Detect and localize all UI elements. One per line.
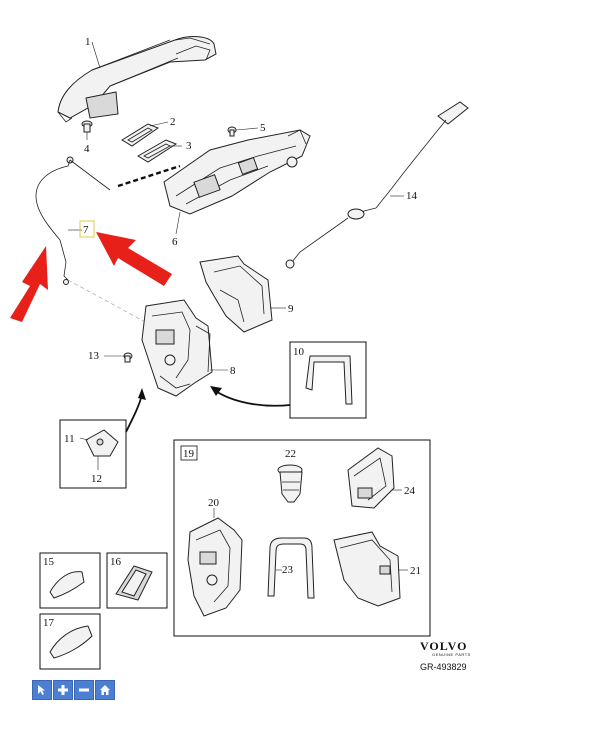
part-6-handle-bracket[interactable] <box>163 129 311 215</box>
callout-6: 6 <box>172 236 178 248</box>
part-3-gasket-frame[interactable] <box>137 139 178 163</box>
part-13-screw[interactable] <box>123 352 133 363</box>
part-4-screw[interactable] <box>81 120 93 133</box>
part-23-rod[interactable] <box>267 537 315 599</box>
callout-11: 11 <box>64 433 75 445</box>
part-9-cover[interactable] <box>199 255 273 333</box>
callout-21: 21 <box>410 565 421 577</box>
callout-23: 23 <box>282 564 294 576</box>
callout-19: 19 <box>183 448 195 460</box>
pointer-icon[interactable] <box>32 680 52 700</box>
part-8-lock-unit[interactable] <box>141 299 213 397</box>
callout-22: 22 <box>285 448 296 460</box>
part-24-bracket[interactable] <box>347 447 395 509</box>
callout-9: 9 <box>288 303 294 315</box>
part-7-cable[interactable] <box>35 156 111 285</box>
callout-17: 17 <box>43 617 55 629</box>
callout-3: 3 <box>186 140 192 152</box>
part-1-exterior-handle[interactable] <box>57 36 217 123</box>
zoom-out-icon[interactable] <box>74 680 94 700</box>
callout-24: 24 <box>404 485 416 497</box>
highlight-arrow-right <box>96 232 172 286</box>
callout-13: 13 <box>88 350 100 362</box>
brand-subtitle: GENUINE PARTS <box>432 652 471 657</box>
callout-16: 16 <box>110 556 122 568</box>
callout-4: 4 <box>84 143 90 155</box>
part-20-lock[interactable] <box>187 517 243 617</box>
part-14-cable[interactable] <box>285 101 469 269</box>
part-10-inset-box[interactable] <box>289 341 367 419</box>
highlight-arrow-left <box>10 246 48 322</box>
callout-20: 20 <box>208 497 220 509</box>
part-22-grommet[interactable] <box>277 464 303 503</box>
part-5-screw[interactable] <box>227 126 237 137</box>
callout-12: 12 <box>91 473 102 485</box>
callout-14: 14 <box>406 190 418 202</box>
callout-8: 8 <box>230 365 236 377</box>
callout-2: 2 <box>170 116 176 128</box>
part-21-cover[interactable] <box>333 531 401 607</box>
home-icon[interactable] <box>95 680 115 700</box>
part-2-gasket[interactable] <box>121 123 160 147</box>
brand-logo-text: VOLVO <box>420 639 467 653</box>
callout-5: 5 <box>260 122 266 134</box>
callout-1: 1 <box>85 36 91 48</box>
diagram-toolbar <box>32 680 115 700</box>
zoom-in-icon[interactable] <box>53 680 73 700</box>
callout-10: 10 <box>293 346 305 358</box>
callout-15: 15 <box>43 556 55 568</box>
callout-7-highlight-box <box>79 220 95 238</box>
callout-7: 7 <box>83 224 89 236</box>
diagram-reference: GR-493829 <box>420 662 467 672</box>
